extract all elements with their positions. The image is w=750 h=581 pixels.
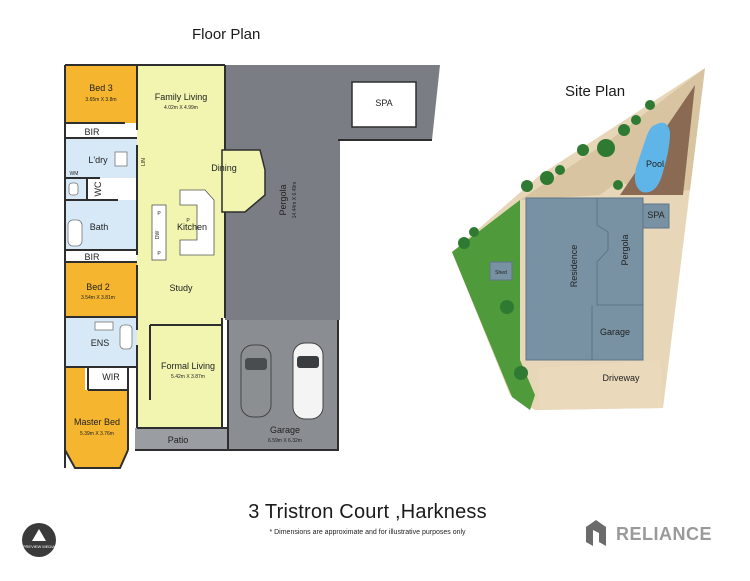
ens-tub xyxy=(119,324,133,350)
vanity xyxy=(94,321,114,331)
car-left xyxy=(240,344,272,418)
formal-living-label: Formal Living xyxy=(161,361,215,371)
dining-label: Dining xyxy=(211,163,237,173)
pantry-a-label: P xyxy=(157,211,161,217)
bed2-dims: 3.54m X 3.81m xyxy=(81,295,115,301)
wir-area xyxy=(88,367,128,390)
site-shed-label: Shed xyxy=(495,270,507,276)
bir-mid-area xyxy=(65,250,125,262)
family-living-label: Family Living xyxy=(155,92,208,102)
pantry-c-label: P xyxy=(186,218,190,224)
walls xyxy=(64,64,432,469)
pergola-area xyxy=(225,65,440,320)
reliance-house-icon xyxy=(586,520,606,546)
kitchen-label: Kitchen xyxy=(177,222,207,232)
car-right xyxy=(292,342,324,420)
car-left-windshield xyxy=(245,358,267,370)
dining-bay xyxy=(221,149,266,213)
pergola-dims: 14.44m X 6.49m xyxy=(292,182,298,219)
site-shed xyxy=(489,261,513,281)
formal-living-dims: 5.42m X 3.87m xyxy=(171,374,205,380)
patio-label: Patio xyxy=(168,435,189,445)
bir-top-label: BIR xyxy=(84,127,100,137)
laundry-tub xyxy=(114,151,128,167)
site-driveway xyxy=(538,360,662,410)
patio-area xyxy=(135,428,228,450)
master-bed-label: Master Bed xyxy=(74,417,120,427)
bed3-area xyxy=(65,65,137,123)
bir-mid-label: BIR xyxy=(84,252,100,262)
ens-label: ENS xyxy=(91,338,110,348)
site-plan-title: Site Plan xyxy=(565,83,626,100)
bathtub xyxy=(67,219,83,247)
site-pergola-label: Pergola xyxy=(620,234,630,265)
bed2-area xyxy=(65,262,137,317)
kitchen-bench xyxy=(179,189,215,256)
garage-label: Garage xyxy=(270,425,300,435)
site-garage-label: Garage xyxy=(600,327,630,337)
preview-media-logo-text: PREVIEW MEDIA xyxy=(22,544,56,549)
bir-top-area xyxy=(65,123,125,138)
spa-label: SPA xyxy=(375,98,392,108)
site-pool-label: Pool xyxy=(646,159,664,169)
lin-label: LIN xyxy=(141,158,147,166)
disclaimer-text: * Dimensions are approximate and for ill… xyxy=(269,529,466,536)
pergola-label: Pergola xyxy=(278,184,288,215)
site-residence-label: Residence xyxy=(569,245,579,288)
site-spa-label: SPA xyxy=(647,210,664,220)
wc-label: WC xyxy=(93,181,103,196)
wir-label: WIR xyxy=(102,372,120,382)
garage-dims: 6.59m X 6.32m xyxy=(268,438,302,444)
reliance-logo-text: RELIANCE xyxy=(616,524,713,544)
site-trees xyxy=(458,100,655,380)
pantry-cabinet xyxy=(151,204,167,261)
wm-label: WM xyxy=(70,171,79,177)
spa-box xyxy=(351,81,417,128)
family-living-dims: 4.02m X 4.99m xyxy=(164,105,198,111)
bed3-dims: 3.65m X 3.8m xyxy=(85,97,116,103)
site-driveway-label: Driveway xyxy=(602,373,640,383)
site-grass xyxy=(452,200,535,410)
master-bed-area xyxy=(65,368,128,468)
study-label: Study xyxy=(169,283,193,293)
toilet xyxy=(68,182,79,196)
bed3-label: Bed 3 xyxy=(89,83,113,93)
preview-media-logo: PREVIEW MEDIA xyxy=(22,523,56,557)
car-right-windshield xyxy=(297,356,319,368)
laundry-label: L'dry xyxy=(88,155,108,165)
site-divider xyxy=(596,198,643,306)
master-bed-dims: 5.39m X 3.76m xyxy=(80,431,114,437)
bed2-label: Bed 2 xyxy=(86,282,110,292)
triangle-icon xyxy=(32,529,46,541)
pool xyxy=(634,122,670,193)
pantry-b-label: P xyxy=(157,251,161,257)
bath-label: Bath xyxy=(90,222,109,232)
residence xyxy=(525,197,644,361)
floor-plan-title: Floor Plan xyxy=(192,26,261,43)
dw-label: DW xyxy=(155,231,161,240)
property-address: 3 Tristron Court ,Harkness xyxy=(248,501,487,523)
site-spa xyxy=(642,203,670,229)
